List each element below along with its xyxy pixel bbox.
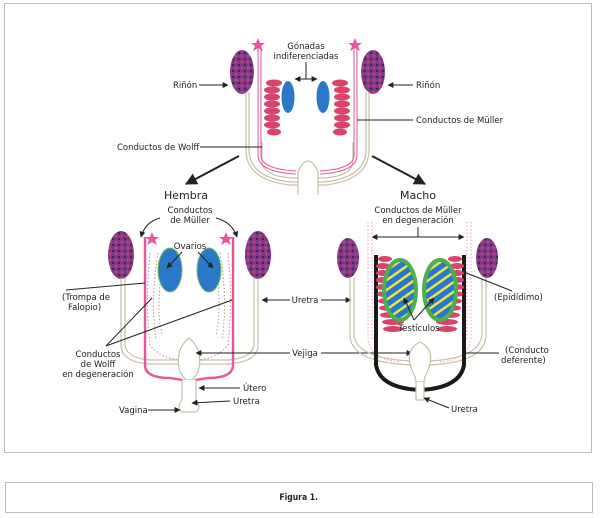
female-urethra-label: Uretra [233, 397, 260, 407]
bladder-top [297, 160, 319, 195]
arrow-to-female [184, 155, 240, 185]
wolff-deg-label-1: Conductos [76, 350, 122, 360]
male-bladder [408, 341, 432, 383]
wolff-deg-pointer-1 [105, 297, 153, 347]
mesonephric-tubules-left [264, 79, 282, 136]
male-muller-deg-2: en degeneración [382, 215, 454, 226]
testes-pointer-right [413, 297, 435, 321]
gonads-label-1: Gónadas [287, 41, 325, 52]
wolff-label: Conductos de Wolff [117, 143, 200, 153]
male-kidney-right [476, 238, 498, 278]
wolff-deg-label-3: en degeneración [62, 369, 134, 380]
male-urethra-label: Uretra [451, 405, 478, 415]
wolff-deg-label-2: de Wolff [81, 360, 117, 370]
ovary-pointer-left [166, 251, 183, 269]
fallopian-label-2: Falopio) [68, 303, 101, 313]
epididymis-label: (Epidídimo) [494, 293, 543, 303]
female-muller-label-2: de Müller [170, 216, 210, 226]
ovaries-label: Ovarios [174, 242, 207, 252]
kidney-right [361, 50, 385, 94]
female-ureters [120, 278, 259, 365]
female-muller-pointer-left [139, 217, 161, 238]
kidney-right-label: Riñón [416, 80, 440, 91]
female-funnel-left [145, 232, 159, 245]
female-bladder [177, 337, 201, 381]
female-kidney-left [108, 231, 134, 279]
gonad-right [316, 81, 330, 113]
kidney-left [230, 50, 254, 94]
arrow-to-male [371, 155, 427, 185]
female-muller-label-1: Conductos [168, 206, 214, 216]
female-muller-pointer-right [215, 217, 239, 238]
testis-right [422, 258, 458, 322]
wolff-ducts-top [245, 92, 370, 186]
female-stage: Hembra Conductos de Müller [62, 189, 271, 416]
gonad-left [281, 81, 295, 113]
male-urethra-pointer [423, 397, 450, 409]
female-wolff-degenerating [147, 252, 231, 361]
muller-funnel-right [348, 38, 362, 51]
testis-left [382, 258, 418, 322]
vagina-label: Vagina [119, 406, 148, 416]
fallopian-pointer [65, 282, 146, 291]
indifferent-stage: Gónadas indiferenciadas Riñón Riñón Cond… [117, 38, 504, 195]
fallopian-label-1: (Trompa de [62, 293, 110, 303]
shared-labels: Uretra Vejiga [195, 296, 413, 359]
testes-label: Testículos [397, 324, 440, 334]
female-urethra-arrow [191, 399, 231, 406]
vas-label-1: (Conducto [505, 346, 549, 356]
wolff-deg-pointer-2 [105, 299, 233, 347]
ureter-label: Uretra [292, 296, 319, 306]
figure-caption-box: Figura 1. [5, 482, 593, 513]
mesonephric-tubules-right [332, 79, 350, 136]
figure-caption: Figura 1. [279, 492, 319, 503]
gonads-label-2: indiferenciadas [274, 52, 340, 62]
ovary-right [196, 247, 222, 293]
uterus-label: Útero [243, 382, 266, 394]
muller-label: Conductos de Müller [416, 116, 504, 126]
epididymis-pointer [463, 271, 513, 292]
male-muller-deg-1: Conductos de Müller [374, 206, 462, 216]
female-funnel-right [219, 232, 233, 245]
ovary-pointer-right [197, 251, 214, 269]
female-title: Hembra [164, 189, 208, 202]
female-uterus-vagina [178, 380, 200, 413]
testes-pointer-left [403, 297, 415, 321]
female-kidney-right [245, 231, 271, 279]
male-stage: Macho Conductos de Müller en degeneració… [337, 189, 549, 415]
male-ureters [349, 278, 487, 366]
muller-funnel-left [251, 38, 265, 51]
ovary-left [157, 247, 183, 293]
male-title: Macho [400, 189, 436, 202]
kidney-left-label: Riñón [173, 80, 197, 91]
bladder-label: Vejiga [292, 349, 318, 359]
male-kidney-left [337, 238, 359, 278]
vas-label-2: deferente) [501, 356, 546, 366]
muller-ducts-top [257, 48, 358, 175]
male-urethra [415, 382, 425, 401]
